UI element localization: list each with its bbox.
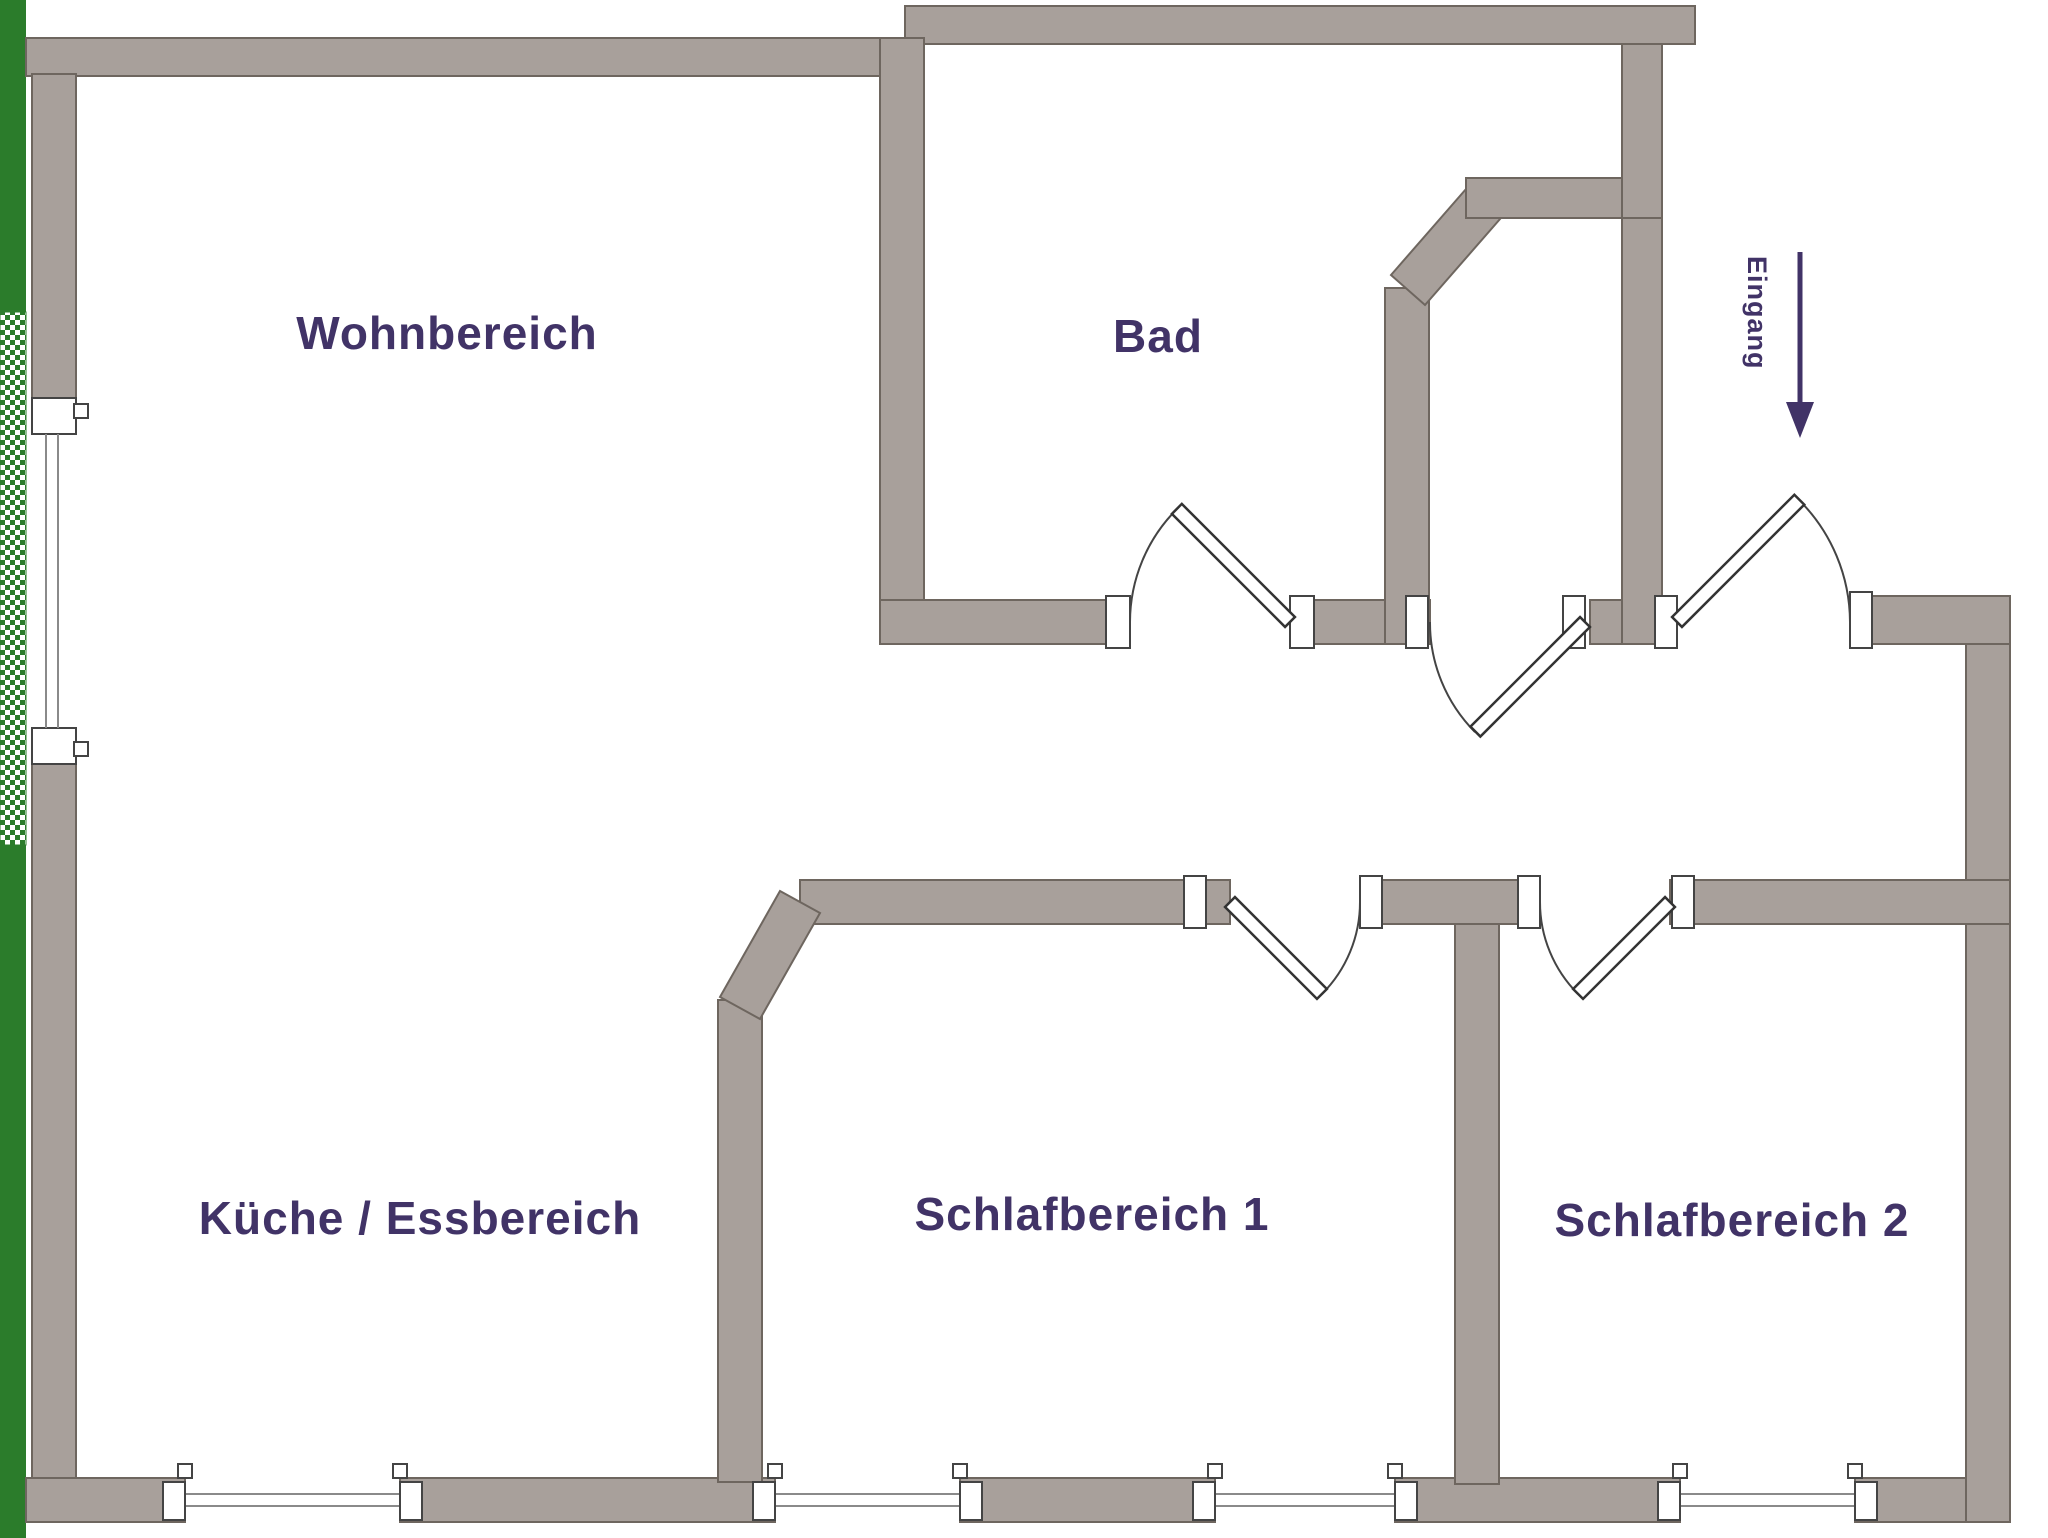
windows (31, 397, 1878, 1521)
jamb (1289, 595, 1315, 649)
door-closet (1428, 615, 1592, 739)
window-tick (767, 1463, 783, 1479)
wall-bottom-3 (959, 1477, 1216, 1523)
window-jamb (959, 1481, 983, 1521)
door-leaf (1670, 492, 1807, 629)
wall-bottom-2 (399, 1477, 776, 1523)
wall-left-upper (31, 73, 77, 407)
jamb (1671, 875, 1695, 929)
window-tick (177, 1463, 193, 1479)
wall-top-right (904, 5, 1696, 45)
wall-middle-2 (1359, 879, 1541, 925)
window-tick (1847, 1463, 1863, 1479)
window-jamb (1192, 1481, 1216, 1521)
wall-entrance-corner (1849, 595, 2011, 645)
door-swing-arc (1129, 508, 1178, 623)
wall-right (1965, 595, 2011, 1523)
wall-living-bath-divider (879, 37, 925, 645)
room-label-kueche-essbereich: Küche / Essbereich (198, 1192, 642, 1244)
wall-kitchen-divider (717, 999, 763, 1483)
wall-closet-right-lower (1621, 217, 1663, 645)
wall-middle-3 (1669, 879, 2011, 925)
entrance-arrow-icon (1786, 252, 1814, 438)
balcony-strip-bottom (0, 845, 26, 1538)
room-label-bad: Bad (1113, 310, 1203, 362)
jamb (1849, 591, 1873, 649)
wall-hall-a (879, 599, 1131, 645)
window-jamb (31, 397, 77, 435)
window-tick (73, 403, 89, 419)
jamb (1359, 875, 1383, 929)
window-jamb (752, 1481, 776, 1521)
door-leaf (1170, 502, 1297, 629)
jamb (1405, 595, 1429, 649)
door-entrance (1670, 492, 1851, 629)
wall-closet-left (1384, 287, 1430, 645)
door-swing-arc (1798, 499, 1851, 623)
wall-closet-right-upper (1621, 43, 1663, 219)
window-left (31, 397, 89, 765)
window-jamb (162, 1481, 186, 1521)
window-jamb (31, 727, 77, 765)
wall-middle-1 (799, 879, 1231, 925)
door-swing-arc (1428, 621, 1476, 733)
window-jamb (1657, 1481, 1681, 1521)
window-tick (952, 1463, 968, 1479)
window-tick (1207, 1463, 1223, 1479)
door-jambs (1105, 591, 1873, 929)
door-leaf (1223, 895, 1329, 1001)
room-label-wohnbereich: Wohnbereich (296, 307, 598, 359)
wall-bedroom-divider (1454, 923, 1500, 1485)
room-label-schlafbereich-2: Schlafbereich 2 (1554, 1194, 1910, 1246)
balcony-strip (0, 0, 27, 1538)
walls (25, 5, 2011, 1523)
window-tick (392, 1463, 408, 1479)
window-jamb (399, 1481, 423, 1521)
jamb (1105, 595, 1131, 649)
balcony-strip-window-texture (0, 311, 27, 846)
jamb (1517, 875, 1541, 929)
wall-kitchen-diagonal (718, 889, 822, 1021)
window-tick (1387, 1463, 1403, 1479)
door-swing-arc (1538, 901, 1579, 995)
door-bedroom-2 (1538, 895, 1677, 1001)
wall-bottom-4 (1394, 1477, 1681, 1523)
window-tick (73, 741, 89, 757)
door-swing-arc (1321, 901, 1362, 995)
window-jamb (1394, 1481, 1418, 1521)
window-bottom-1 (162, 1463, 423, 1521)
door-leaf (1571, 895, 1677, 1001)
room-label-schlafbereich-1: Schlafbereich 1 (914, 1188, 1270, 1240)
window-bottom-3 (1192, 1463, 1418, 1521)
window-bottom-4 (1657, 1463, 1878, 1521)
jamb (1183, 875, 1207, 929)
door-bedroom-1 (1223, 895, 1362, 1001)
door-bathroom (1129, 502, 1297, 629)
entrance-label: Eingang (1742, 256, 1772, 370)
window-jamb (1854, 1481, 1878, 1521)
jamb (1654, 595, 1678, 649)
wall-top-left (25, 37, 925, 77)
window-bottom-2 (752, 1463, 983, 1521)
balcony-strip-top (0, 0, 26, 312)
door-leaf (1468, 615, 1592, 739)
wall-bottom-1 (25, 1477, 186, 1523)
wall-left-lower (31, 757, 77, 1519)
window-tick (1672, 1463, 1688, 1479)
doors (1129, 492, 1851, 1001)
